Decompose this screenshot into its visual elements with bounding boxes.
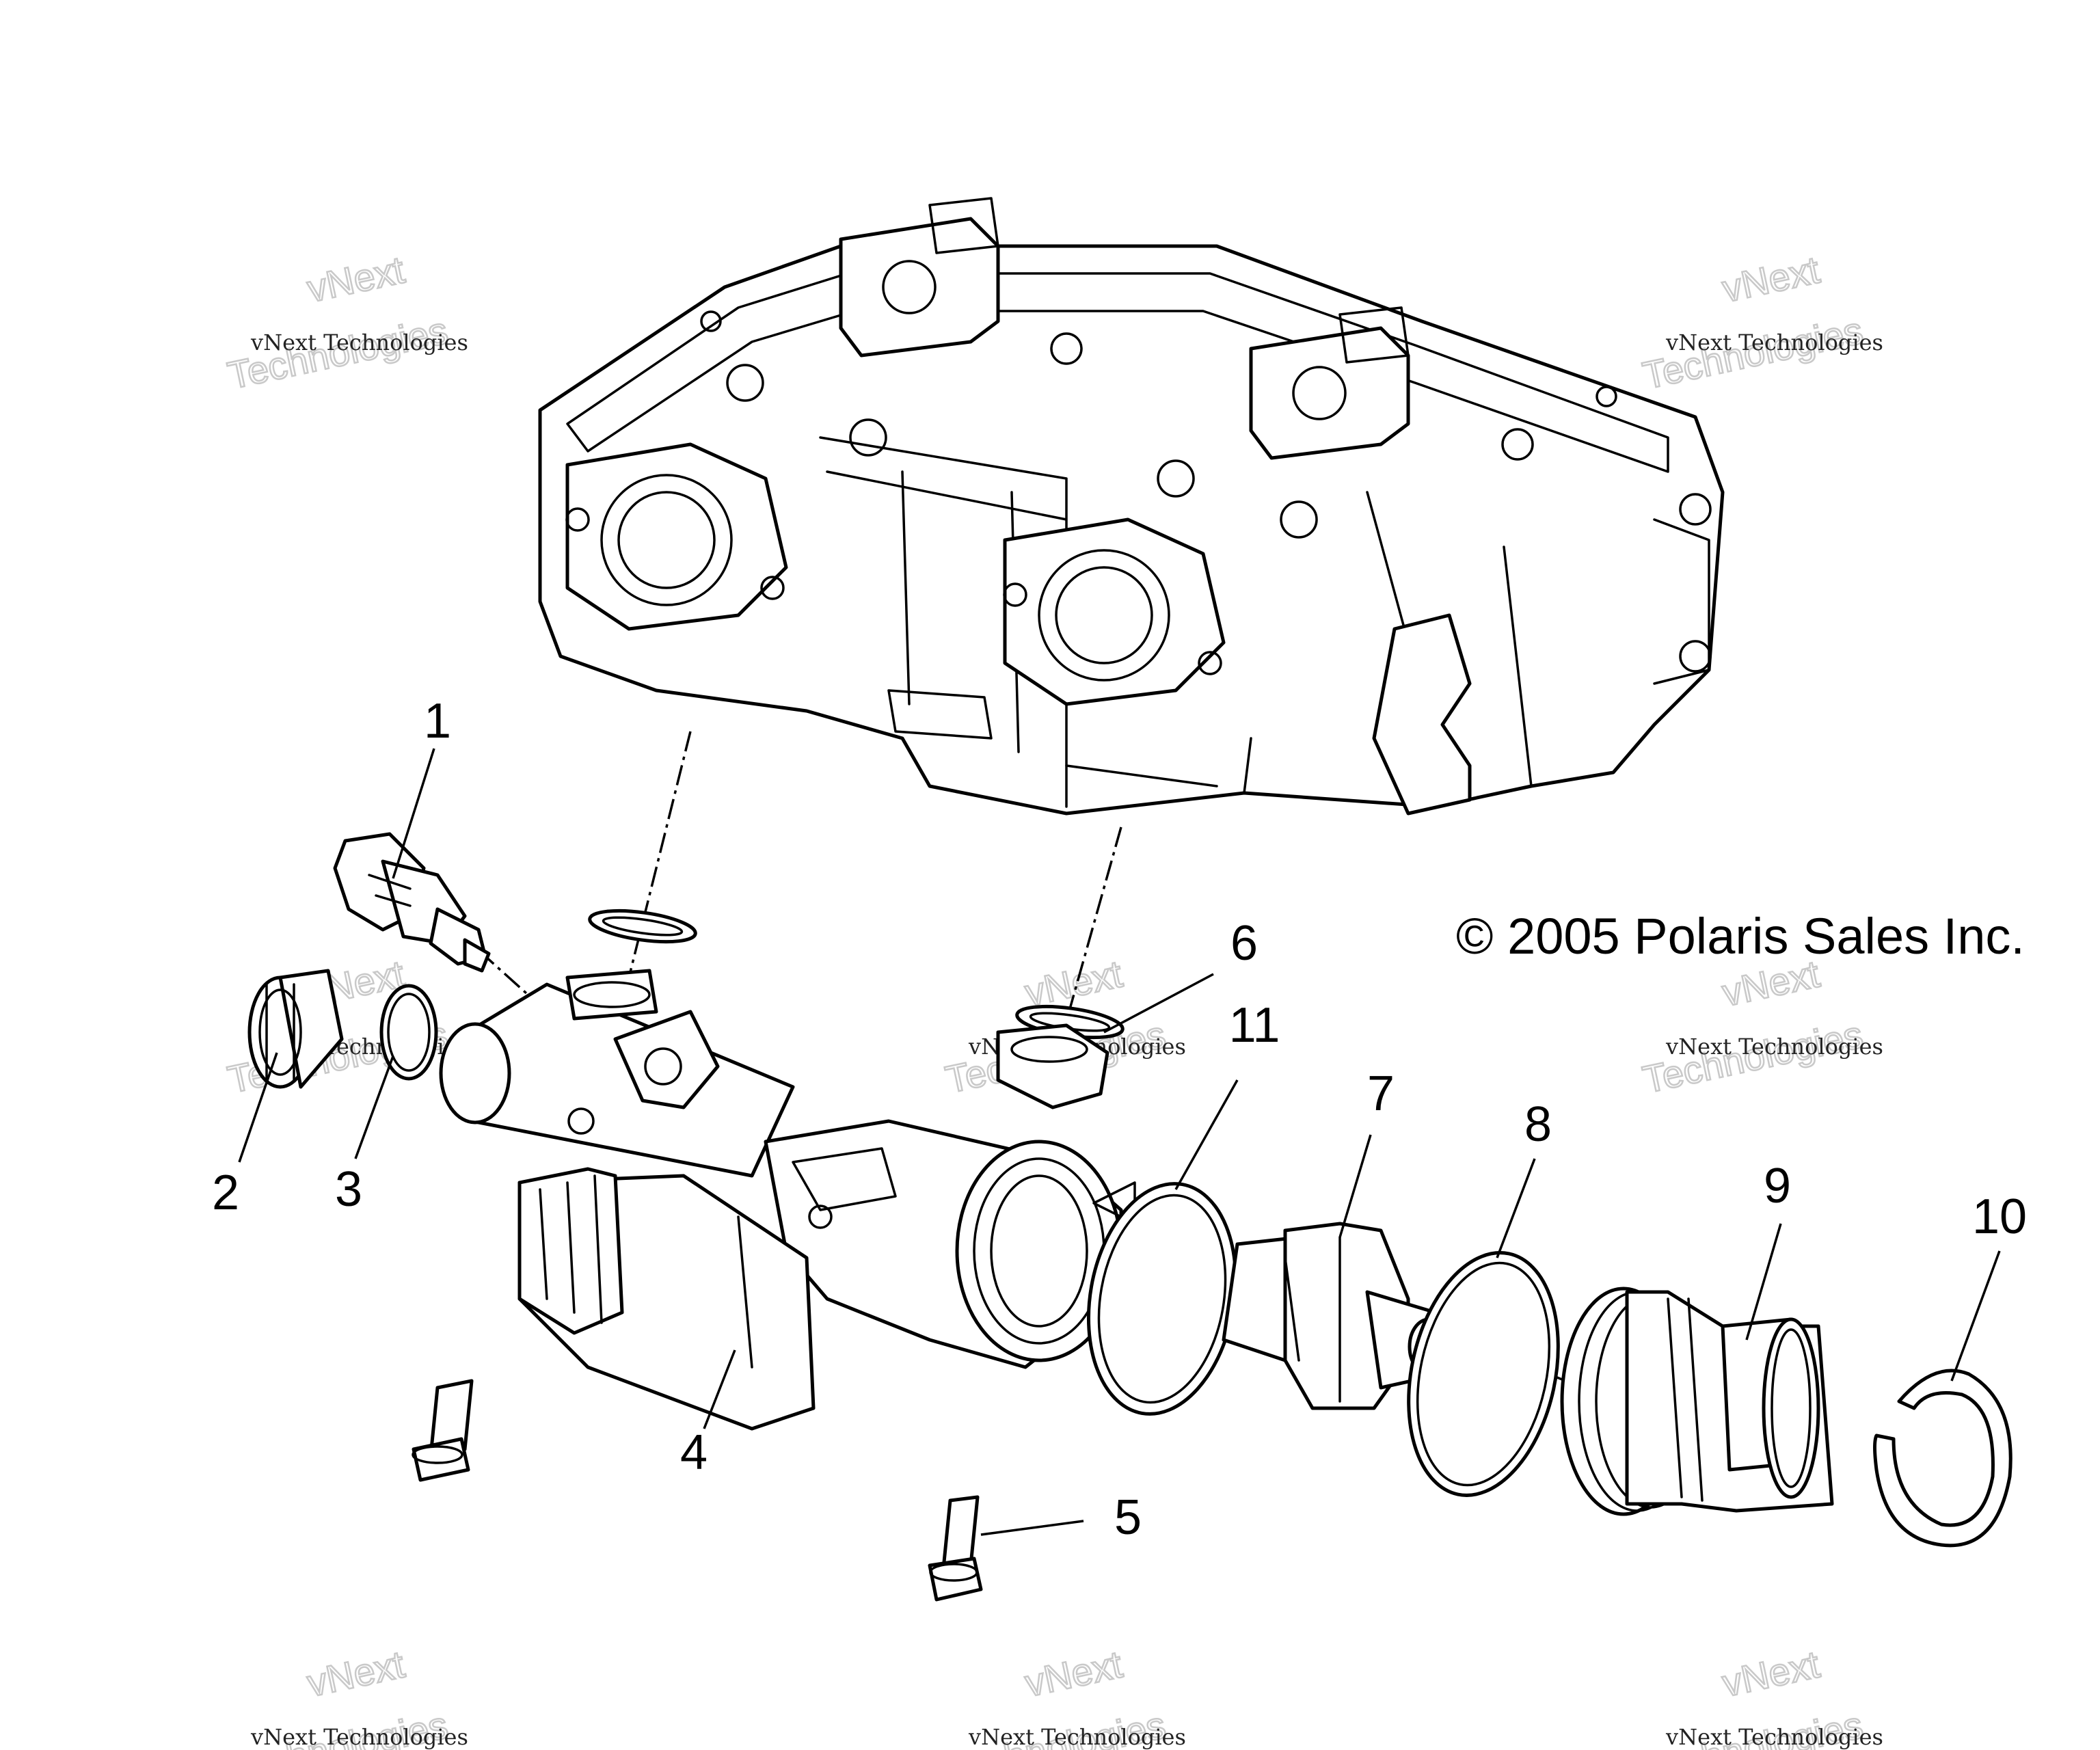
callout-2: 2 xyxy=(212,1166,239,1220)
cylinder-head-icon xyxy=(538,197,1725,816)
copyright-notice: © 2005 Polaris Sales Inc. xyxy=(1456,908,2025,965)
outlet-fitting-icon xyxy=(1560,1287,1834,1516)
leader-line-3 xyxy=(354,1055,394,1159)
leader-line-4 xyxy=(703,1349,736,1429)
leader-line-10 xyxy=(1950,1250,2001,1382)
callout-1: 1 xyxy=(424,694,451,749)
thermostat-housing-icon xyxy=(439,969,1136,1431)
leader-line-2 xyxy=(238,1052,278,1163)
svg-text:vNext Technologies: vNext Technologies xyxy=(250,1724,468,1750)
svg-text:vNext Technologies: vNext Technologies xyxy=(1665,329,1883,355)
o-ring-icon xyxy=(379,984,438,1081)
thermostat-icon xyxy=(1222,1222,1450,1410)
svg-text:vNext Technologies: vNext Technologies xyxy=(1665,1034,1883,1060)
temperature-sensor-icon xyxy=(333,832,491,973)
callout-7: 7 xyxy=(1367,1066,1395,1121)
callout-10: 10 xyxy=(1972,1189,2027,1244)
watermark-bottom-left: vNext Technologies vNext Technologies xyxy=(223,1641,468,1750)
plug-icon xyxy=(247,969,344,1089)
bolt-icon xyxy=(412,1379,474,1482)
callout-8: 8 xyxy=(1524,1097,1552,1152)
svg-text:vNext: vNext xyxy=(1719,247,1824,310)
callout-3: 3 xyxy=(335,1162,362,1217)
leader-line-7 xyxy=(1338,1134,1372,1238)
callout-6: 6 xyxy=(1230,916,1258,971)
watermark-top-right: vNext Technologies vNext Technologies xyxy=(1638,247,1883,398)
svg-text:vNext: vNext xyxy=(1021,952,1127,1014)
svg-text:vNext: vNext xyxy=(304,247,409,310)
callout-5: 5 xyxy=(1114,1490,1142,1545)
bolt-icon xyxy=(928,1495,983,1602)
leader-line-1 xyxy=(392,748,435,879)
retaining-ring-icon xyxy=(1873,1369,2012,1548)
leader-lines xyxy=(238,748,2001,1536)
leader-line-5 xyxy=(980,1520,1084,1536)
svg-text:vNext Technologies: vNext Technologies xyxy=(968,1724,1186,1750)
watermark-bottom-center: vNext Technologies vNext Technologies xyxy=(941,1641,1186,1750)
svg-text:vNext: vNext xyxy=(1719,1642,1824,1704)
leader-line-6 xyxy=(1103,973,1214,1034)
watermark-top-left: vNext Technologies vNext Technologies xyxy=(223,247,468,398)
callout-11: 11 xyxy=(1229,998,1280,1053)
leader-line-8 xyxy=(1496,1158,1536,1258)
watermark-bottom-right: vNext Technologies vNext Technologies xyxy=(1638,1641,1883,1750)
leader-line-9 xyxy=(1745,1223,1782,1341)
o-ring-icon xyxy=(1407,1251,1560,1497)
svg-text:vNext: vNext xyxy=(304,1642,409,1704)
svg-text:vNext Technologies: vNext Technologies xyxy=(1665,1724,1883,1750)
watermark-mid-right: vNext Technologies vNext Technologies xyxy=(1638,951,1883,1102)
leader-line-11 xyxy=(1174,1079,1239,1190)
o-ring-icon xyxy=(588,908,697,944)
svg-text:vNext: vNext xyxy=(1021,1642,1127,1704)
callout-4: 4 xyxy=(680,1425,708,1480)
svg-text:vNext Technologies: vNext Technologies xyxy=(250,329,468,355)
callout-9: 9 xyxy=(1764,1159,1791,1213)
